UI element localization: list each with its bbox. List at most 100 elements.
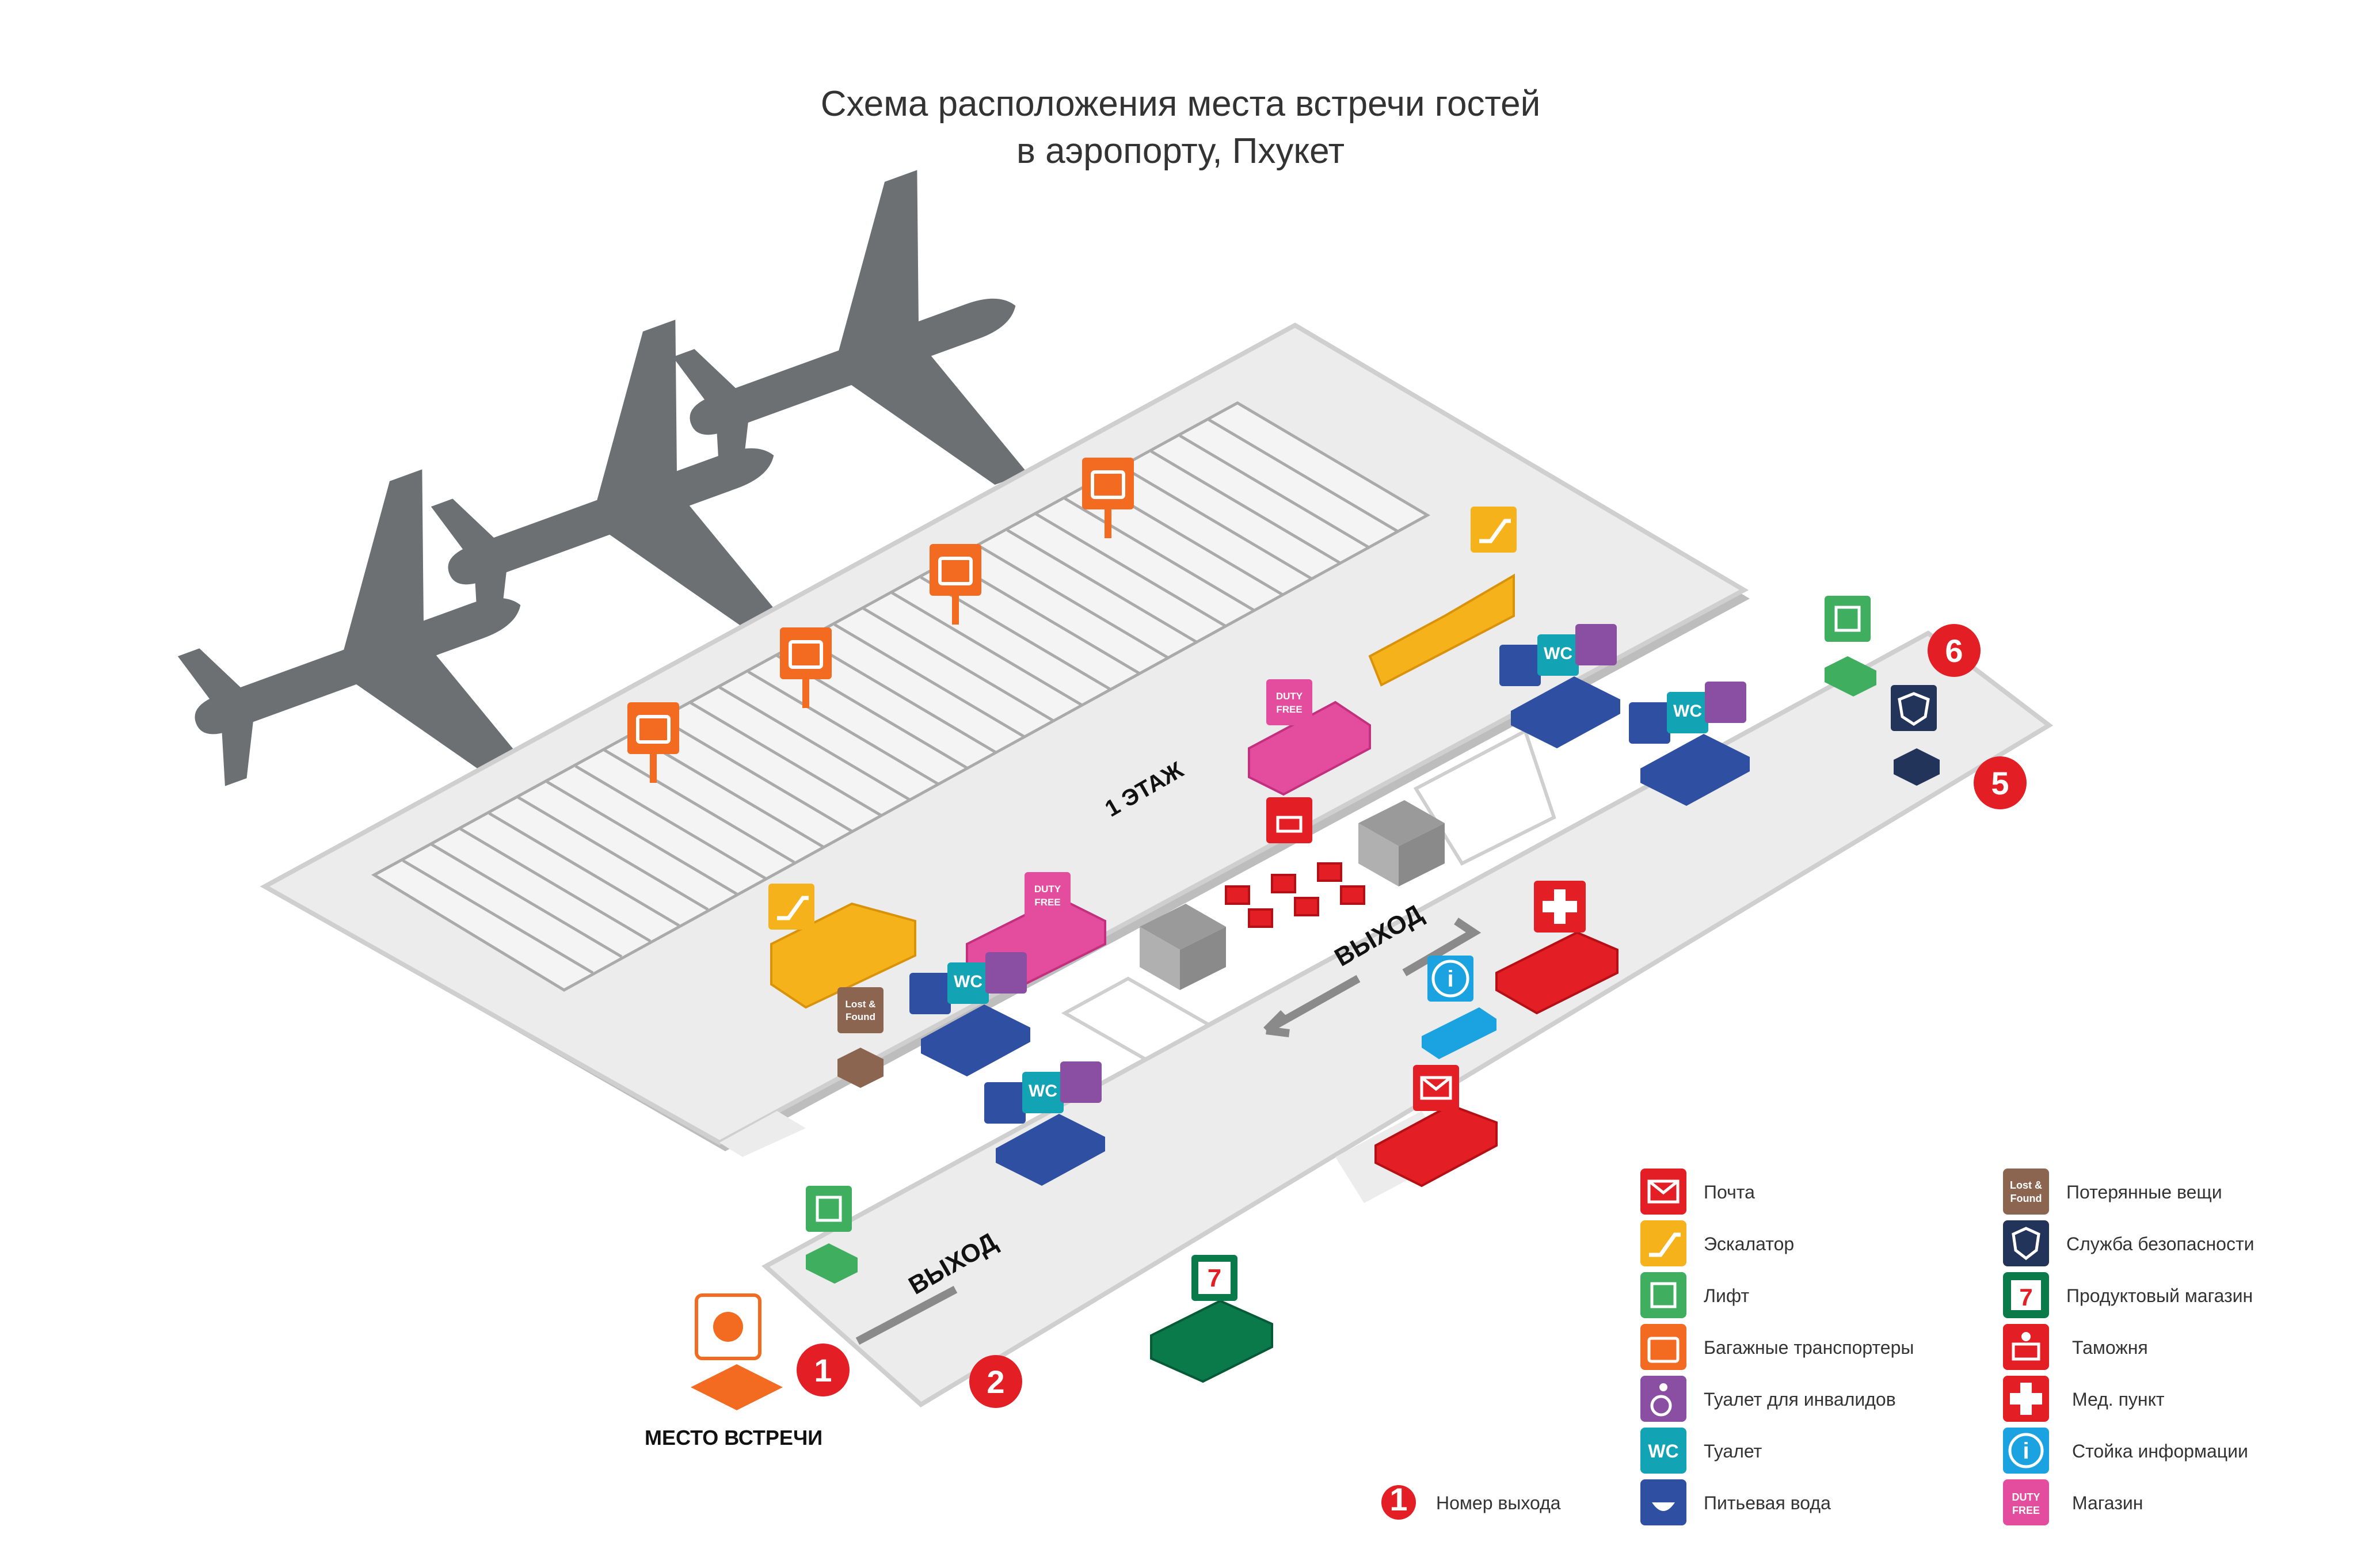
svg-text:Туалет: Туалет xyxy=(1704,1441,1762,1462)
page-title: Схема расположения места встречи гостей … xyxy=(0,81,2361,175)
drinking-water-icon xyxy=(984,1082,1026,1124)
exit-number-6: 6 xyxy=(1928,624,1981,677)
svg-text:Служба безопасности: Служба безопасности xyxy=(2066,1234,2254,1254)
restroom-cluster: WC xyxy=(984,1061,1105,1186)
svg-text:7: 7 xyxy=(2019,1284,2032,1311)
exit-number-2: 2 xyxy=(969,1355,1022,1408)
security-icon xyxy=(2003,1220,2049,1266)
baggage-belts xyxy=(371,401,1431,992)
drinking-water-icon xyxy=(1499,645,1541,686)
svg-text:Лифт: Лифт xyxy=(1704,1285,1750,1306)
red-blocks xyxy=(1225,862,1619,1188)
svg-text:Продуктовый магазин: Продуктовый магазин xyxy=(2066,1285,2253,1306)
airplane-icon xyxy=(177,469,532,786)
svg-text:FREE: FREE xyxy=(1276,704,1302,715)
airplane-icon xyxy=(672,170,1027,487)
svg-text:Lost &: Lost & xyxy=(2010,1179,2042,1191)
svg-text:WC: WC xyxy=(954,972,983,991)
wheelchair-icon xyxy=(1705,682,1746,723)
wheelchair-icon xyxy=(1575,624,1617,665)
legend-col-1: Почта Эскалатор Лифт Багажные транспорте… xyxy=(1640,1169,1914,1525)
elevator-icon xyxy=(1825,596,1871,642)
svg-text:5: 5 xyxy=(1991,765,2009,801)
svg-text:WC: WC xyxy=(1029,1082,1057,1101)
meeting-point: МЕСТО ВСТРЕЧИ xyxy=(645,1293,822,1449)
title-line-2: в аэропорту, Пхукет xyxy=(1016,131,1345,171)
exit-number-1: 1 xyxy=(797,1344,850,1396)
legend-item-baggage: Багажные транспортеры xyxy=(1640,1324,1914,1370)
meeting-point-label: МЕСТО ВСТРЕЧИ xyxy=(645,1426,822,1449)
info-icon: i xyxy=(1427,956,1473,1002)
svg-text:FREE: FREE xyxy=(1034,897,1060,908)
svg-text:Found: Found xyxy=(846,1011,875,1022)
lost-found-icon xyxy=(2003,1169,2049,1215)
duty-free-icon xyxy=(2003,1479,2049,1525)
elevator-icon xyxy=(1640,1272,1686,1318)
elevator-icon xyxy=(806,1186,852,1232)
legend-item-wheelchair: Туалет для инвалидов xyxy=(1640,1376,1896,1422)
svg-text:Багажные транспортеры: Багажные транспортеры xyxy=(1704,1337,1914,1358)
legend-item-shop: DUTY FREE Магазин xyxy=(2003,1479,2143,1525)
baggage-icon xyxy=(930,544,981,625)
svg-text:WC: WC xyxy=(1544,644,1572,663)
svg-text:1: 1 xyxy=(814,1352,832,1388)
structural-blocks xyxy=(1140,800,1445,990)
customs-icon xyxy=(2003,1324,2049,1370)
exit-number-5: 5 xyxy=(1974,756,2027,809)
svg-text:Почта: Почта xyxy=(1704,1182,1755,1202)
wc-icon xyxy=(1667,692,1708,733)
title-line-1: Схема расположения места встречи гостей xyxy=(820,84,1541,124)
restroom-cluster: WC xyxy=(1499,624,1620,748)
legend-item-wc: WC Туалет xyxy=(1640,1428,1762,1474)
legend: Почта Эскалатор Лифт Багажные транспорте… xyxy=(1381,1169,2254,1525)
security-icon xyxy=(1891,685,1937,731)
legend-item-info: i Стойка информации xyxy=(2003,1428,2248,1474)
legend-col-2: Lost & Found Потерянные вещи Служба безо… xyxy=(2003,1169,2254,1525)
svg-text:DUTY: DUTY xyxy=(2012,1491,2040,1503)
legend-item-escalator: Эскалатор xyxy=(1640,1220,1794,1266)
svg-text:FREE: FREE xyxy=(2012,1505,2040,1516)
restroom-cluster: WC xyxy=(1629,682,1750,806)
wc-icon xyxy=(1640,1428,1686,1474)
svg-text:Стойка информации: Стойка информации xyxy=(2072,1441,2248,1462)
baggage-icon xyxy=(1640,1324,1686,1370)
mail-icon xyxy=(1413,1065,1459,1111)
svg-text:i: i xyxy=(2023,1438,2029,1464)
svg-text:Found: Found xyxy=(2010,1193,2042,1204)
elevator-block xyxy=(806,1243,858,1284)
legend-item-medical: Мед. пункт xyxy=(2003,1376,2165,1422)
svg-text:7: 7 xyxy=(1208,1264,1221,1292)
svg-text:1: 1 xyxy=(1389,1481,1407,1517)
map-pin-icons: DUTY FREE DUTY FREE i Lost &Found 7 WC xyxy=(627,458,1940,1301)
svg-text:Магазин: Магазин xyxy=(2072,1493,2143,1513)
svg-text:DUTY: DUTY xyxy=(1034,884,1061,895)
seven-eleven-icon: 7 xyxy=(1191,1255,1237,1301)
drinking-water-icon xyxy=(1629,702,1670,744)
airplane-icons xyxy=(177,170,1027,786)
svg-text:i: i xyxy=(1447,966,1453,992)
legend-item-exit-number: 1 Номер выхода xyxy=(1381,1481,1561,1520)
svg-text:Lost &: Lost & xyxy=(846,999,876,1010)
svg-text:Эскалатор: Эскалатор xyxy=(1704,1234,1794,1254)
medical-icon xyxy=(1534,881,1586,933)
drinking-water-icon xyxy=(909,973,951,1014)
baggage-icon xyxy=(1082,458,1134,538)
info-desk xyxy=(1422,1007,1496,1059)
svg-text:DUTY: DUTY xyxy=(1276,691,1303,702)
svg-text:WC: WC xyxy=(1673,702,1702,721)
svg-text:Потерянные вещи: Потерянные вещи xyxy=(2066,1182,2222,1202)
legend-item-elevator: Лифт xyxy=(1640,1272,1750,1318)
escalator-icon xyxy=(1471,507,1517,553)
wc-icon xyxy=(947,962,989,1004)
escalator-icon xyxy=(1640,1220,1686,1266)
svg-text:Туалет для инвалидов: Туалет для инвалидов xyxy=(1704,1389,1896,1410)
legend-item-security: Служба безопасности xyxy=(2003,1220,2254,1266)
restroom-cluster: WC xyxy=(909,952,1030,1076)
svg-text:Номер выхода: Номер выхода xyxy=(1436,1493,1561,1513)
baggage-icon xyxy=(780,627,832,708)
legend-item-customs: Таможня xyxy=(2003,1324,2148,1370)
svg-text:2: 2 xyxy=(987,1364,1004,1400)
wheelchair-icon xyxy=(1060,1061,1102,1103)
security-block xyxy=(1894,748,1940,786)
